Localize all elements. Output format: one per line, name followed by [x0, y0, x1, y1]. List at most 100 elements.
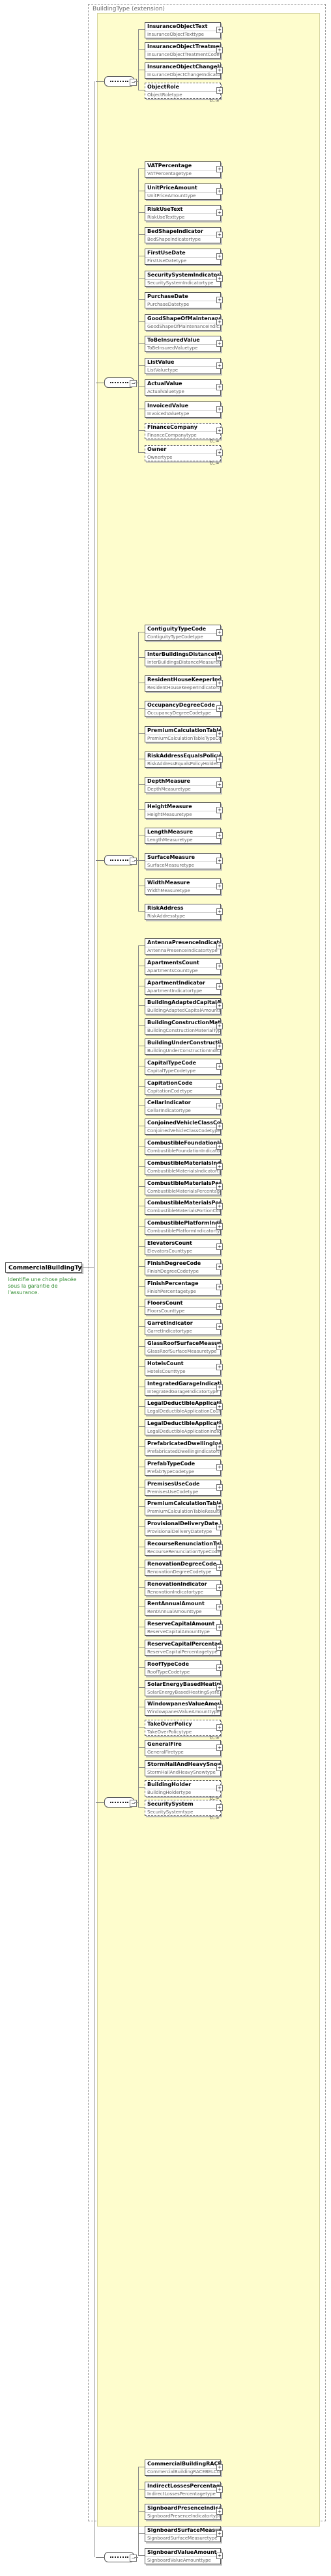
- schema-element[interactable]: CombustiblePlatformIndicatorCombustibleP…: [145, 1219, 223, 1235]
- collapse-icon[interactable]: −: [130, 1800, 137, 1807]
- expand-icon[interactable]: +: [216, 166, 223, 172]
- expand-icon[interactable]: +: [216, 427, 223, 434]
- schema-element[interactable]: LegalDeductibleApplicationCountLegalDedu…: [145, 1399, 223, 1415]
- expand-icon[interactable]: +: [216, 1484, 223, 1491]
- expand-icon[interactable]: +: [216, 655, 223, 661]
- expand-icon[interactable]: +: [216, 1344, 223, 1350]
- schema-element[interactable]: PremiumCalculationTableResultCodePremium…: [145, 1499, 223, 1515]
- expand-icon[interactable]: +: [216, 210, 223, 216]
- expand-icon[interactable]: +: [216, 832, 223, 839]
- expand-icon[interactable]: +: [216, 1323, 223, 1330]
- expand-icon[interactable]: +: [216, 1524, 223, 1530]
- schema-element[interactable]: BuildingAdaptedCapitalAmountBuildingAdap…: [145, 998, 223, 1014]
- expand-icon[interactable]: +: [216, 2508, 223, 2515]
- expand-icon[interactable]: +: [216, 1264, 223, 1270]
- expand-icon[interactable]: +: [216, 1785, 223, 1791]
- expand-icon[interactable]: +: [216, 1303, 223, 1310]
- expand-icon[interactable]: +: [216, 1444, 223, 1450]
- expand-icon[interactable]: +: [216, 1464, 223, 1471]
- collapse-icon[interactable]: −: [130, 2555, 137, 2562]
- schema-element[interactable]: LegalDeductibleApplicationIndicatorLegal…: [145, 1419, 223, 1435]
- schema-element[interactable]: CommercialBuildingRACEBELCodeCommercialB…: [145, 2460, 223, 2476]
- expand-icon[interactable]: +: [216, 1564, 223, 1571]
- expand-icon[interactable]: +: [216, 1644, 223, 1651]
- schema-element[interactable]: SolarEnergyBasedHeatingSystemIndicatorSo…: [145, 1680, 223, 1696]
- expand-icon[interactable]: +: [216, 319, 223, 325]
- expand-icon[interactable]: +: [216, 1364, 223, 1370]
- collapse-icon[interactable]: −: [130, 858, 137, 865]
- expand-icon[interactable]: +: [216, 188, 223, 195]
- expand-icon[interactable]: +: [216, 883, 223, 889]
- expand-icon[interactable]: +: [216, 705, 223, 712]
- expand-icon[interactable]: +: [216, 858, 223, 864]
- expand-icon[interactable]: +: [216, 1804, 223, 1811]
- expand-icon[interactable]: +: [216, 275, 223, 282]
- expand-icon[interactable]: +: [216, 232, 223, 238]
- expand-icon[interactable]: +: [216, 983, 223, 990]
- expand-icon[interactable]: +: [216, 1063, 223, 1070]
- expand-icon[interactable]: +: [216, 384, 223, 390]
- sequence-compositor[interactable]: −: [96, 377, 137, 388]
- expand-icon[interactable]: +: [216, 629, 223, 636]
- sequence-compositor[interactable]: −: [96, 1797, 137, 1808]
- expand-icon[interactable]: +: [216, 1023, 223, 1029]
- schema-element[interactable]: PrefabricatedDwellingIndicatorPrefabrica…: [145, 1439, 223, 1456]
- expand-icon[interactable]: +: [216, 781, 223, 788]
- schema-element[interactable]: BuildingUnderConstructionIndicatorBuildi…: [145, 1038, 223, 1055]
- expand-icon[interactable]: +: [216, 1584, 223, 1591]
- expand-icon[interactable]: +: [216, 406, 223, 413]
- expand-icon[interactable]: +: [216, 2486, 223, 2493]
- expand-icon[interactable]: +: [216, 1243, 223, 1250]
- expand-icon[interactable]: +: [216, 1704, 223, 1711]
- expand-icon[interactable]: +: [216, 1163, 223, 1170]
- expand-icon[interactable]: +: [216, 1223, 223, 1230]
- expand-icon[interactable]: +: [216, 1744, 223, 1751]
- expand-icon[interactable]: +: [216, 1765, 223, 1771]
- expand-icon[interactable]: +: [216, 1284, 223, 1290]
- expand-icon[interactable]: +: [216, 450, 223, 456]
- schema-element[interactable]: InsuranceObjectChangeIndicatorInsuranceO…: [145, 62, 223, 79]
- expand-icon[interactable]: +: [216, 253, 223, 260]
- expand-icon[interactable]: +: [216, 1504, 223, 1510]
- schema-element[interactable]: BuildingConstructionMaterialTypeCodeBuil…: [145, 1018, 223, 1035]
- schema-element[interactable]: PremiumCalculationTableTypeCodePremiumCa…: [145, 726, 223, 742]
- expand-icon[interactable]: +: [216, 1624, 223, 1631]
- expand-icon[interactable]: +: [216, 943, 223, 949]
